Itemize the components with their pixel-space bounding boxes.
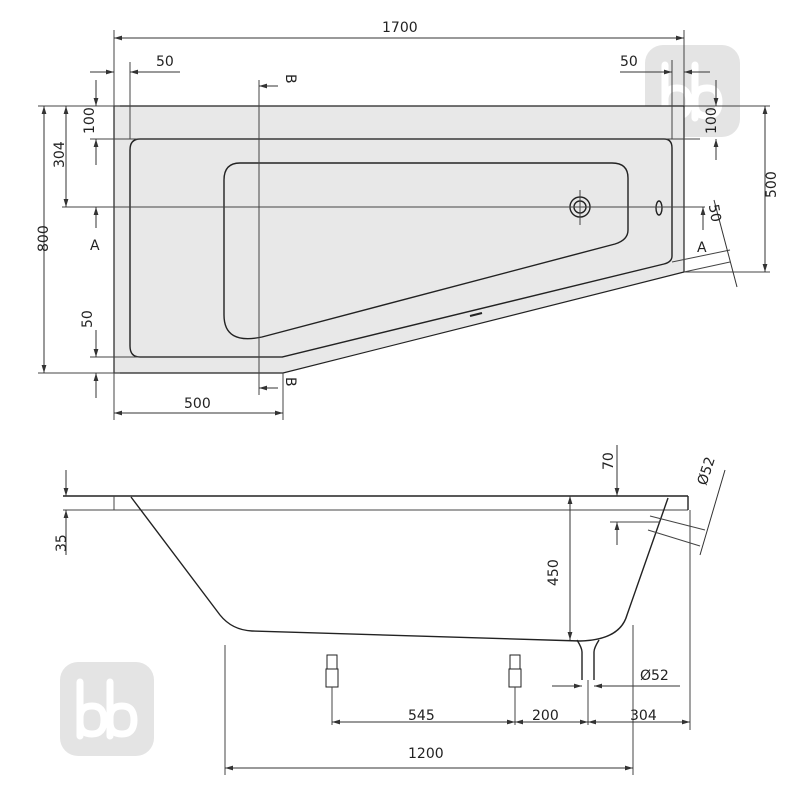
dim-feet-spacing: 545 bbox=[408, 708, 435, 724]
dim-base-length: 1200 bbox=[408, 746, 444, 762]
tub-basin bbox=[223, 162, 629, 340]
tub-inner-rim bbox=[129, 138, 673, 358]
section-a-left: A bbox=[90, 238, 100, 254]
dim-rim-left: 50 bbox=[156, 54, 174, 70]
watermark-logo-bottom bbox=[60, 662, 154, 756]
overflow-icon bbox=[655, 200, 663, 216]
dim-foot-to-drain: 200 bbox=[532, 708, 559, 724]
dim-overflow: 70 bbox=[601, 452, 617, 470]
section-b-bottom: B bbox=[282, 377, 298, 387]
dim-depth: 450 bbox=[546, 559, 562, 586]
dim-drain-to-end: 304 bbox=[630, 708, 657, 724]
dim-drain-offset: 304 bbox=[52, 141, 68, 168]
section-a-right: A bbox=[697, 240, 707, 256]
tub-outline bbox=[113, 105, 685, 374]
top-view: 1700 50 50 B B 800 304 100 A 50 bbox=[36, 20, 780, 420]
side-view: 35 70 450 Ø52 Ø52 545 200 304 1200 bbox=[54, 445, 726, 775]
dim-rim-top-left: 100 bbox=[82, 107, 98, 134]
adjustable-foot-right bbox=[508, 654, 522, 725]
dim-drain-diameter: Ø52 bbox=[640, 668, 669, 684]
tub-profile bbox=[130, 496, 669, 642]
dim-rim-top-right: 100 bbox=[704, 107, 720, 134]
dim-short-side: 500 bbox=[764, 171, 780, 198]
dim-rim-bottom: 50 bbox=[80, 310, 96, 328]
dim-bottom-left: 500 bbox=[184, 396, 211, 412]
dim-slant-rim: 50 bbox=[705, 203, 724, 223]
dim-rim-right: 50 bbox=[620, 54, 638, 70]
dim-overflow-diameter: Ø52 bbox=[695, 455, 719, 487]
dim-width: 800 bbox=[36, 225, 52, 252]
adjustable-foot-left bbox=[325, 654, 339, 725]
dim-rim-height: 35 bbox=[54, 534, 70, 552]
dim-length: 1700 bbox=[382, 20, 418, 36]
section-b-top: B bbox=[282, 74, 298, 84]
drain-pipe bbox=[576, 639, 600, 680]
